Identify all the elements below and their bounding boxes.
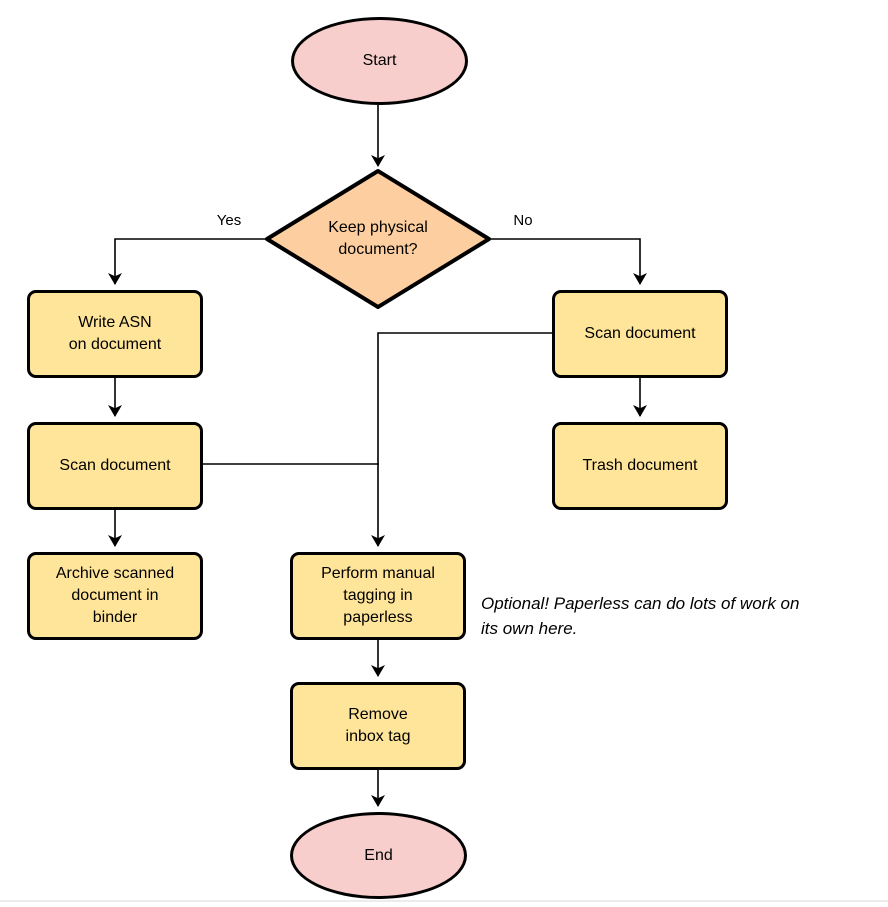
node-decision-keep-physical-document: Keep physical document?: [328, 219, 428, 258]
optional-note: Optional! Paperless can do lots of work …: [481, 591, 888, 641]
edge-label-yes: Yes: [216, 212, 242, 229]
bottom-divider: [0, 900, 888, 902]
node-perform-manual-tagging: Perform manual tagging in paperless: [290, 552, 466, 640]
edge-label-no: No: [513, 212, 533, 229]
decision-diamond-shape: [265, 169, 491, 309]
optional-note-line-2: its own here.: [481, 619, 578, 638]
node-start: Start: [291, 17, 468, 105]
edge-decision-yes-to-write-asn: [108, 238, 267, 285]
node-archive-scanned-document: Archive scanned document in binder: [27, 552, 203, 640]
edge-decision-no-to-scan-right: [489, 238, 647, 285]
node-write-asn-on-document: Write ASN on document: [27, 290, 203, 378]
node-scan-document-right: Scan document: [552, 290, 728, 378]
optional-note-line-1: Optional! Paperless can do lots of work …: [481, 594, 800, 613]
node-end: End: [290, 812, 467, 899]
node-trash-document: Trash document: [552, 422, 728, 510]
node-remove-inbox-tag: Remove inbox tag: [290, 682, 466, 770]
node-scan-document-left: Scan document: [27, 422, 203, 510]
edge-scan-right-to-tagging: [371, 332, 552, 547]
